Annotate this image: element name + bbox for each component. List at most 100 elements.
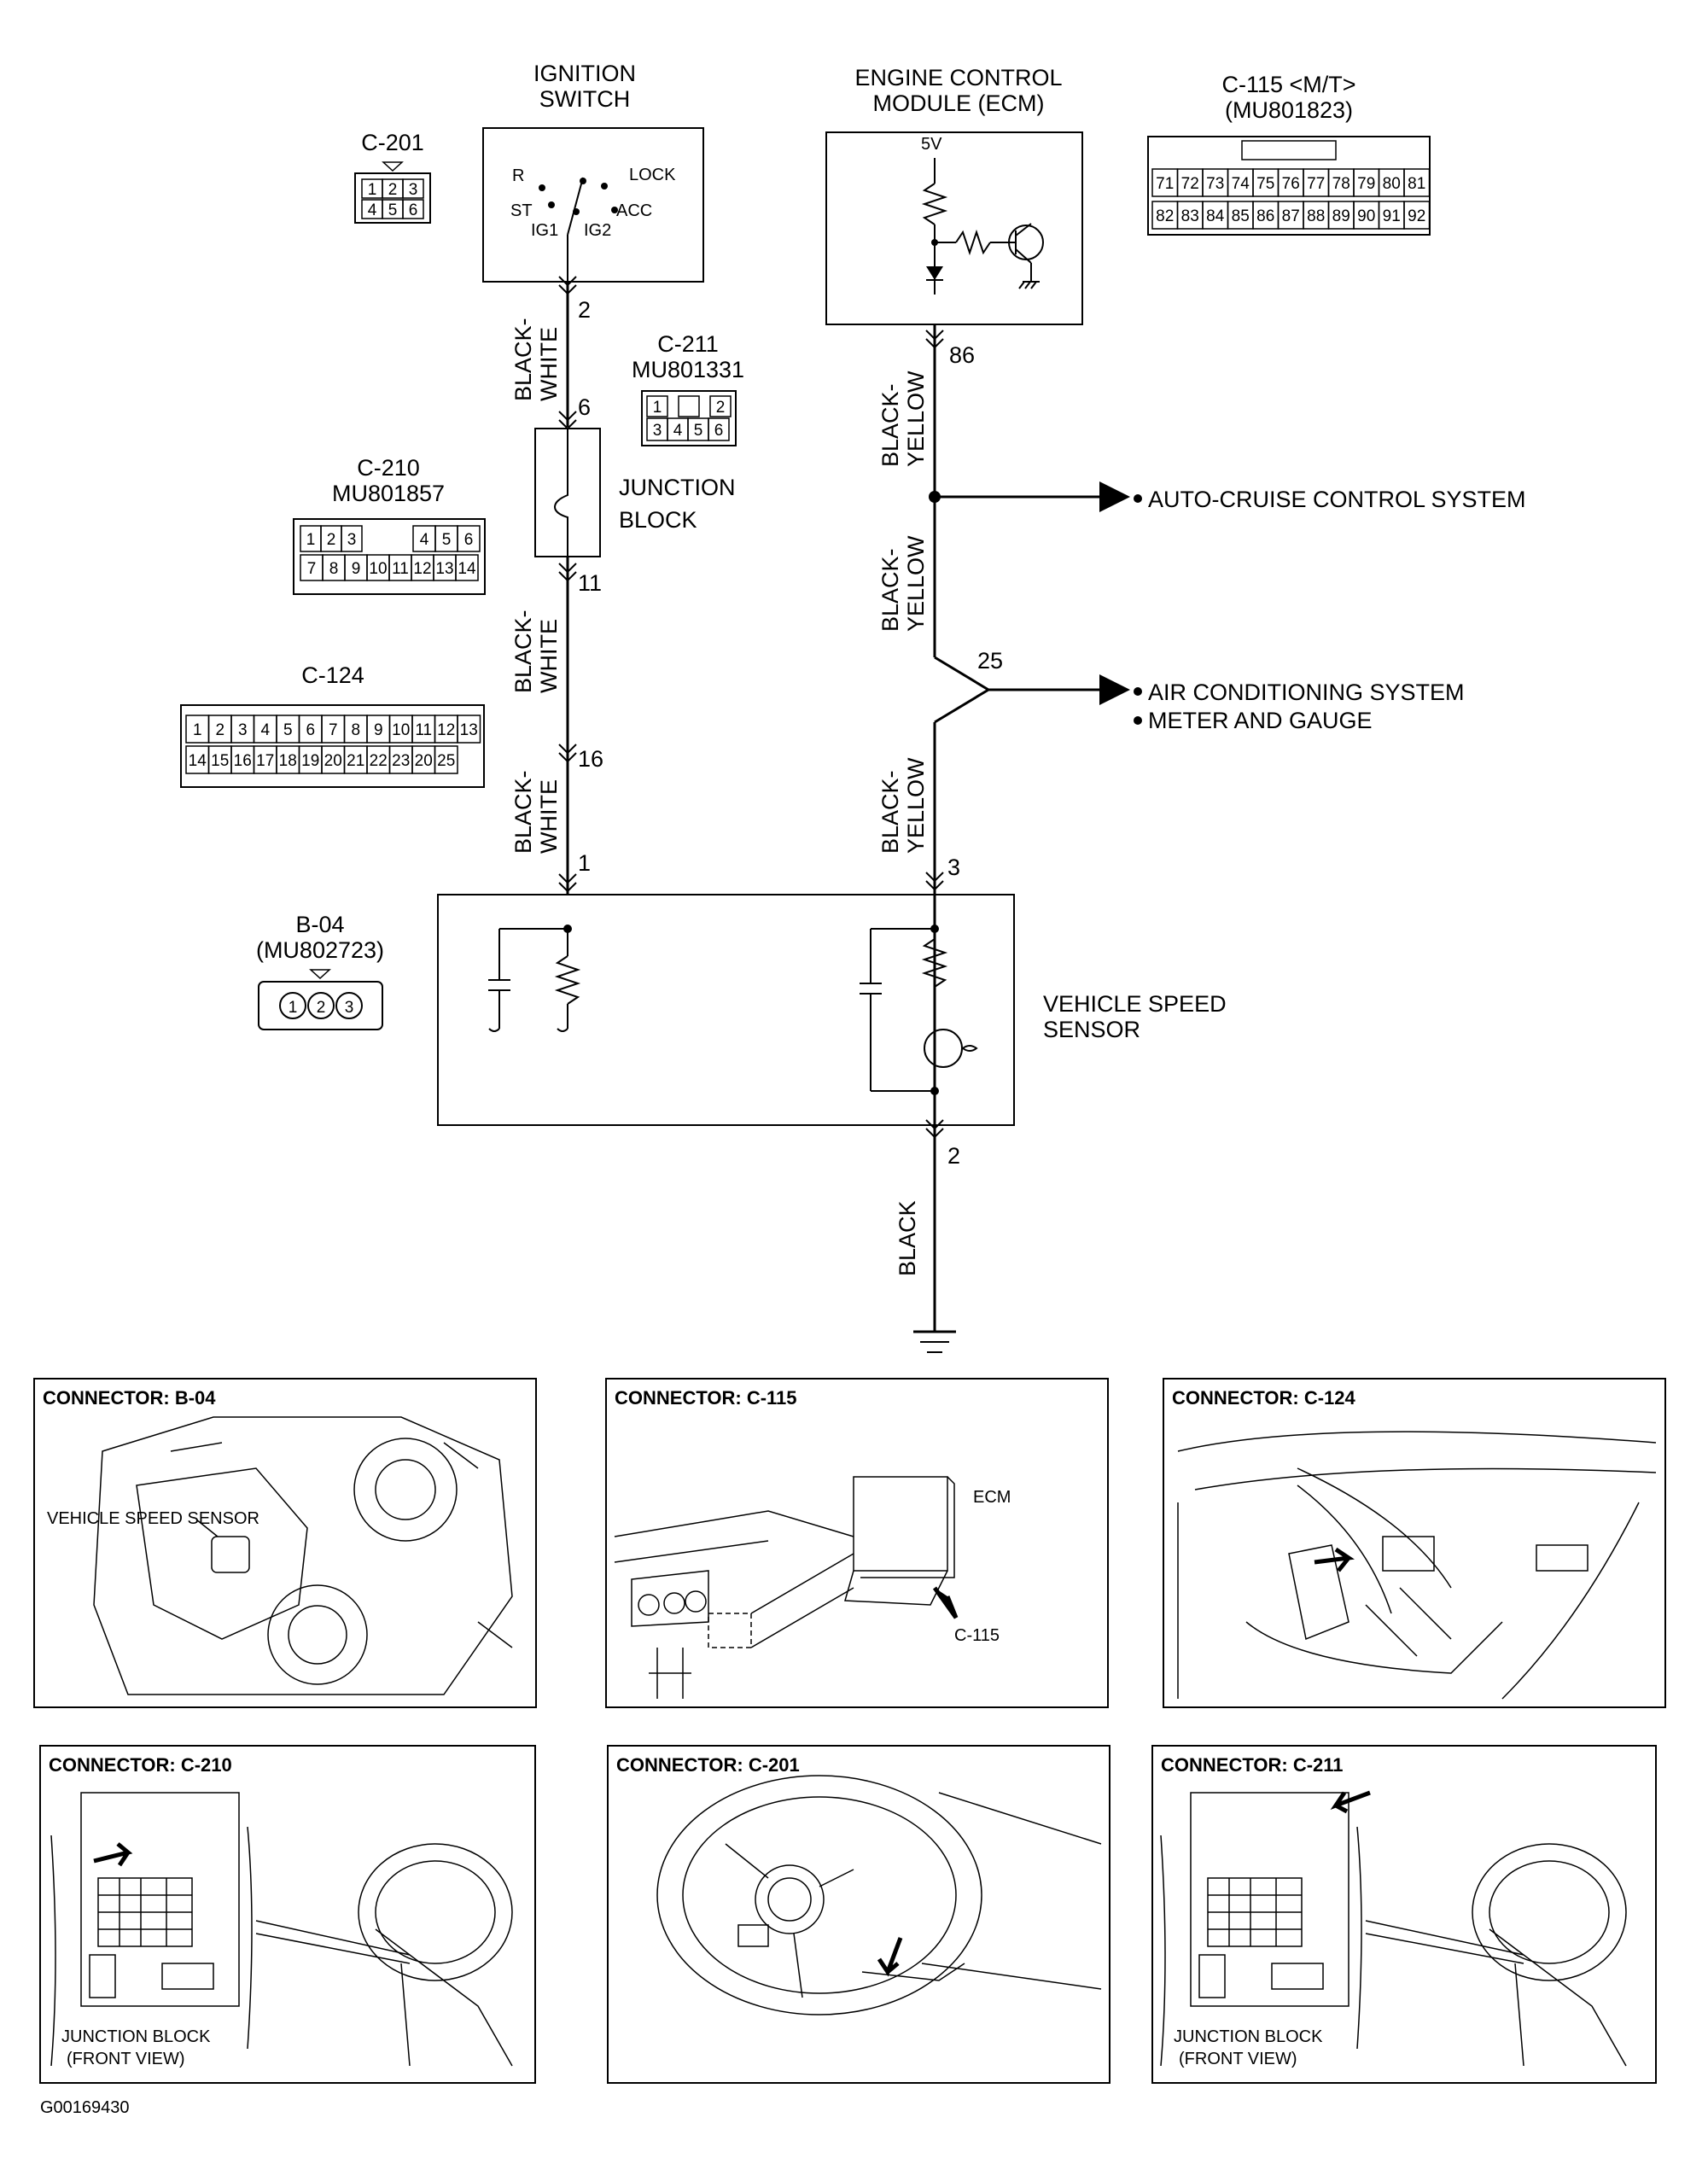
- wire-color-right-2b: YELLOW: [903, 535, 929, 632]
- pin-ignition-2: 2: [578, 297, 591, 323]
- pin-ground-2: 2: [947, 1143, 960, 1169]
- pin-sensor-1: 1: [578, 850, 591, 876]
- connector-pin: 91: [1383, 207, 1401, 225]
- panel-c115-ecm-callout: ECM: [973, 1488, 1011, 1507]
- ecm-voltage: 5V: [921, 135, 942, 154]
- connector-chevron: [925, 872, 944, 883]
- connector-pin: 1: [653, 399, 662, 417]
- connector-pin: 71: [1156, 175, 1174, 193]
- ignition-switch: IGNITION SWITCH R ST IG1 IG2 LOCK ACC: [482, 61, 704, 283]
- connector-pin: 2: [388, 181, 398, 199]
- connector-pin: 2: [716, 399, 726, 417]
- connector-pin: 82: [1156, 207, 1174, 225]
- connector-pin: 11: [392, 560, 409, 578]
- panel-c115-title: CONNECTOR: C-115: [615, 1387, 797, 1409]
- connector-pin: 8: [329, 560, 339, 578]
- wire-color-left-1a: BLACK-: [510, 318, 536, 401]
- connector-pin: 6: [409, 201, 418, 219]
- connector-pin: 2: [317, 999, 326, 1017]
- sensor-label-2: SENSOR: [1043, 1017, 1140, 1042]
- connector-pin: 92: [1408, 207, 1425, 225]
- connector-pin: 16: [234, 752, 252, 770]
- connector-pin: 79: [1357, 175, 1375, 193]
- connector-pin: 5: [694, 422, 703, 440]
- terminal-r: R: [512, 166, 524, 185]
- pin-sensor-3: 3: [947, 855, 960, 880]
- connector-chevron: [925, 880, 944, 891]
- panel-c210-title: CONNECTOR: C-210: [49, 1754, 232, 1776]
- connector-pin: 12: [413, 560, 431, 578]
- connector-pin: 74: [1232, 175, 1250, 193]
- pin-c124-16: 16: [578, 746, 603, 772]
- right-circuit: 86 25 3 2 AUTO-CRUISE CONTROL SYSTEM AIR…: [877, 324, 1526, 1353]
- connector-chevron: [558, 882, 577, 893]
- connector-pin: 72: [1181, 175, 1199, 193]
- connector-chevron: [558, 411, 577, 422]
- connector-chevron: [558, 563, 577, 574]
- connector-pin: 19: [301, 752, 319, 770]
- wire-color-left-1b: WHITE: [536, 327, 562, 401]
- panel-c211-caption-1: JUNCTION BLOCK: [1174, 2027, 1323, 2046]
- pin-split-25: 25: [977, 648, 1003, 674]
- panel-c211: CONNECTOR: C-211 JUNCTION BLOCK (FRONT V…: [1151, 1745, 1657, 2084]
- pin-jb-11: 11: [578, 570, 602, 596]
- b04-part: (MU802723): [256, 937, 384, 963]
- panel-c211-caption-2: (FRONT VIEW): [1179, 2050, 1297, 2068]
- ecm-title-1: ENGINE CONTROL: [854, 65, 1062, 90]
- panel-c201-title: CONNECTOR: C-201: [616, 1754, 800, 1776]
- panel-c201: CONNECTOR: C-201: [607, 1745, 1110, 2084]
- c115-part: (MU801823): [1225, 97, 1353, 123]
- connector-pin: 88: [1307, 207, 1325, 225]
- panel-b04-callout: VEHICLE SPEED SENSOR: [47, 1509, 259, 1528]
- c211-label: C-211: [657, 331, 719, 357]
- b04-label: B-04: [295, 912, 344, 937]
- terminal-st: ST: [510, 201, 533, 220]
- panel-c115: CONNECTOR: C-115 ECM C-115: [605, 1378, 1109, 1708]
- connector-chevron: [925, 1119, 944, 1130]
- connector-chevron: [558, 744, 577, 755]
- connector-pin: 13: [460, 721, 478, 739]
- c115-label: C-115 <M/T>: [1221, 72, 1355, 97]
- terminal-lock: LOCK: [629, 166, 676, 184]
- connector-pin: 3: [347, 531, 357, 549]
- connector-pin: 1: [368, 181, 377, 199]
- connector-pin: 15: [211, 752, 229, 770]
- connector-chevron: [925, 330, 944, 341]
- connector-pin: 18: [279, 752, 297, 770]
- connector-pin: 1: [306, 531, 316, 549]
- connector-chevron: [558, 284, 577, 295]
- ecm-title-2: MODULE (ECM): [873, 90, 1045, 116]
- connector-chevron: [558, 873, 577, 884]
- dest-ac: AIR CONDITIONING SYSTEM: [1148, 680, 1465, 705]
- wire-color-left-2b: WHITE: [536, 619, 562, 693]
- connector-pin: 9: [352, 560, 361, 578]
- connector-pin: 89: [1332, 207, 1350, 225]
- connector-pin: 12: [437, 721, 455, 739]
- connector-pin: 6: [464, 531, 474, 549]
- panel-c210-caption-2: (FRONT VIEW): [67, 2050, 185, 2068]
- panel-c115-conn-callout: C-115: [954, 1626, 1000, 1645]
- connector-pin: 2: [327, 531, 336, 549]
- figure-id: G00169430: [40, 2098, 130, 2117]
- connector-pin: 7: [307, 560, 317, 578]
- connector-pin: 4: [673, 422, 683, 440]
- connector-pin: 3: [409, 181, 418, 199]
- wire-color-left-3a: BLACK-: [510, 770, 536, 854]
- connector-pin: 6: [306, 721, 315, 739]
- connector-pin: 2: [215, 721, 224, 739]
- panel-c210: CONNECTOR: C-210 JUNCTION BLOCK (FRONT V…: [39, 1745, 536, 2084]
- wire-color-ground: BLACK: [895, 1200, 920, 1276]
- connector-pin: 20: [415, 752, 433, 770]
- connector-pin: 81: [1408, 175, 1425, 193]
- pin-ecm-86: 86: [949, 342, 975, 368]
- panel-c124-title: CONNECTOR: C-124: [1172, 1387, 1356, 1409]
- connector-pin: 83: [1181, 207, 1199, 225]
- connector-pin: 11: [415, 721, 432, 739]
- ignition-switch-title-2: SWITCH: [539, 86, 630, 112]
- connector-pin: 85: [1232, 207, 1250, 225]
- connector-chevron: [558, 752, 577, 763]
